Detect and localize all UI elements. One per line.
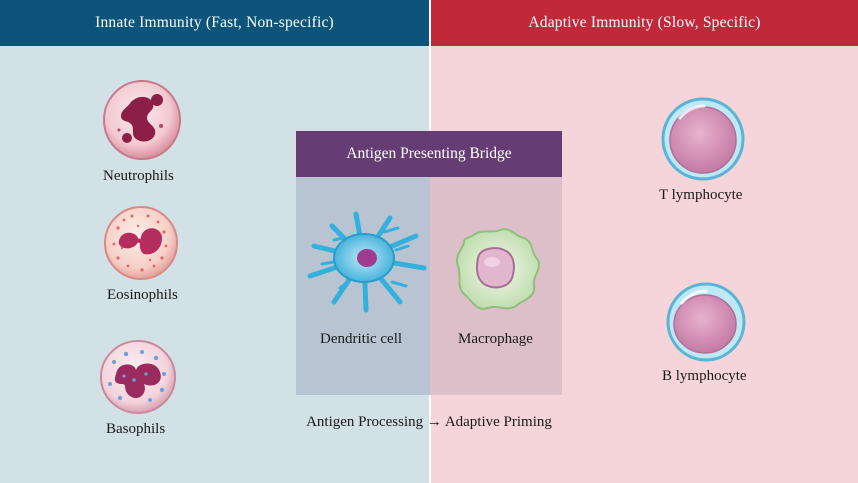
b-lymphocyte-cell [666, 282, 746, 362]
eosinophils-label: Eosinophils [107, 287, 178, 303]
eosinophil-cell [104, 206, 178, 280]
macrophage-label: Macrophage [458, 331, 533, 347]
basophils-label: Basophils [106, 421, 166, 437]
innate-header-text: Innate Immunity (Fast, Non-specific) [95, 14, 334, 31]
t-lymphocyte-cell [661, 97, 745, 181]
neutrophil-cell [103, 80, 181, 160]
adaptive-header-text: Adaptive Immunity (Slow, Specific) [528, 14, 761, 31]
bridge-title: Antigen Presenting Bridge [296, 131, 562, 177]
innate-header: Innate Immunity (Fast, Non-specific) [0, 0, 429, 46]
dendritic-cell-label: Dendritic cell [320, 331, 403, 347]
antigen-flow-text: Antigen Processing → Adaptive Priming [306, 414, 552, 430]
b-lymphocyte-label: B lymphocyte [662, 368, 747, 384]
neutrophils-label: Neutrophils [103, 168, 174, 184]
dendritic-cell [307, 211, 427, 313]
t-lymphocyte-label: T lymphocyte [659, 187, 743, 203]
basophil-cell [100, 340, 176, 414]
adaptive-header: Adaptive Immunity (Slow, Specific) [431, 0, 858, 46]
bridge-title-text: Antigen Presenting Bridge [346, 145, 512, 162]
macrophage-cell [456, 228, 540, 310]
